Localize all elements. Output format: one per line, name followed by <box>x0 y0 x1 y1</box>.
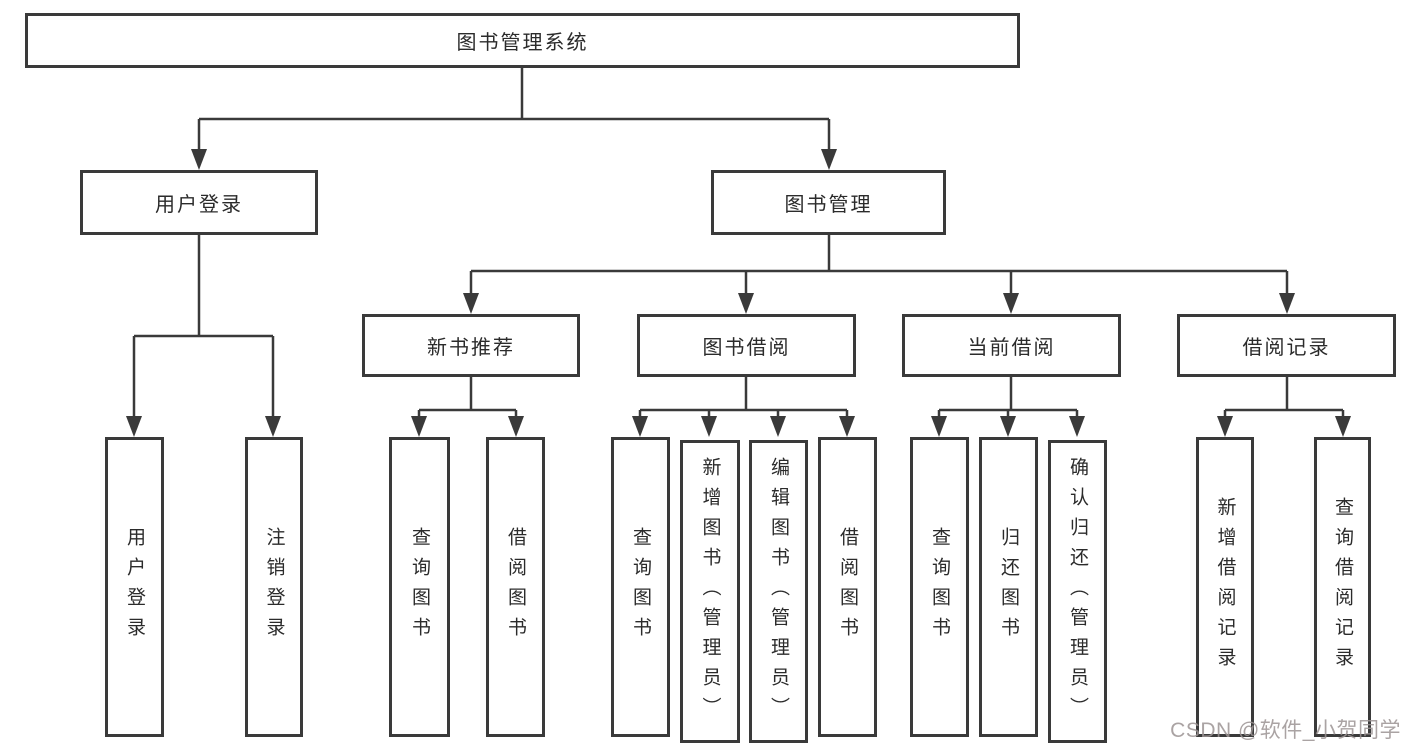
leaf-add-borrow-record: 新增借阅记录 <box>1196 437 1254 737</box>
arrow-icon <box>738 293 754 314</box>
leaf-borrow-books-recommend: 借阅图书 <box>486 437 545 737</box>
leaf-add-book-admin-label: 新增图书（管理员） <box>699 456 721 727</box>
node-root: 图书管理系统 <box>25 13 1020 68</box>
node-user-login: 用户登录 <box>80 170 318 235</box>
node-borrow-records: 借阅记录 <box>1177 314 1396 377</box>
arrowheads <box>126 149 1351 437</box>
arrow-icon <box>632 416 648 437</box>
edge-new-book-children <box>417 377 518 420</box>
leaf-query-books-recommend: 查询图书 <box>389 437 450 737</box>
arrow-icon <box>1069 416 1085 437</box>
leaf-edit-book-admin: 编辑图书（管理员） <box>749 440 808 743</box>
edge-current-borrow-children <box>937 377 1079 420</box>
leaf-borrow-books-label: 借阅图书 <box>837 527 858 647</box>
node-book-borrow-label: 图书借阅 <box>702 337 791 359</box>
leaf-logout: 注销登录 <box>245 437 303 737</box>
arrow-icon <box>463 293 479 314</box>
arrow-icon <box>701 416 717 437</box>
arrow-icon <box>508 416 524 437</box>
csdn-watermark: CSDN @软件_小贺同学 <box>1170 719 1401 742</box>
arrow-icon <box>411 416 427 437</box>
leaf-query-borrow-record: 查询借阅记录 <box>1314 437 1371 737</box>
node-borrow-records-label: 借阅记录 <box>1242 337 1331 359</box>
leaf-confirm-return-admin: 确认归还（管理员） <box>1048 440 1107 743</box>
leaf-logout-label: 注销登录 <box>263 527 285 647</box>
arrow-icon <box>1003 293 1019 314</box>
edge-borrow-record-children <box>1223 377 1345 420</box>
node-book-borrow: 图书借阅 <box>637 314 856 377</box>
arrow-icon <box>126 416 142 437</box>
leaf-user-login-label: 用户登录 <box>124 527 145 647</box>
leaf-query-books-current-label: 查询图书 <box>929 527 950 647</box>
arrow-icon <box>821 149 837 170</box>
node-book-management: 图书管理 <box>711 170 946 235</box>
arrow-icon <box>1217 416 1233 437</box>
leaf-query-books-recommend-label: 查询图书 <box>409 527 430 647</box>
node-new-book-recommend: 新书推荐 <box>362 314 580 377</box>
node-new-book-recommend-label: 新书推荐 <box>427 337 515 359</box>
leaf-user-login: 用户登录 <box>105 437 164 737</box>
leaf-query-borrow-record-label: 查询借阅记录 <box>1332 497 1353 677</box>
leaf-add-borrow-record-label: 新增借阅记录 <box>1214 497 1236 677</box>
leaf-return-book-label: 归还图书 <box>998 527 1019 647</box>
node-current-borrow-label: 当前借阅 <box>967 337 1056 359</box>
leaf-confirm-return-admin-label: 确认归还（管理员） <box>1067 456 1088 727</box>
arrow-icon <box>1279 293 1295 314</box>
leaf-query-books-borrow: 查询图书 <box>611 437 670 737</box>
leaf-edit-book-admin-label: 编辑图书（管理员） <box>768 456 789 727</box>
arrow-icon <box>931 416 947 437</box>
arrow-icon <box>265 416 281 437</box>
leaf-query-books-current: 查询图书 <box>910 437 969 737</box>
node-book-management-label: 图书管理 <box>784 194 873 216</box>
arrow-icon <box>839 416 855 437</box>
edge-book-borrow-children <box>638 377 849 420</box>
leaf-borrow-books: 借阅图书 <box>818 437 877 737</box>
node-root-label: 图书管理系统 <box>456 32 589 54</box>
edge-book-mgmt-children <box>469 235 1289 296</box>
leaf-add-book-admin: 新增图书（管理员） <box>680 440 740 743</box>
arrow-icon <box>191 149 207 170</box>
leaf-query-books-borrow-label: 查询图书 <box>630 527 651 647</box>
node-current-borrow: 当前借阅 <box>902 314 1121 377</box>
arrow-icon <box>1335 416 1351 437</box>
leaf-return-book: 归还图书 <box>979 437 1038 737</box>
node-user-login-label: 用户登录 <box>155 194 243 216</box>
leaf-borrow-books-recommend-label: 借阅图书 <box>505 527 526 647</box>
edge-root-to-level2 <box>197 68 831 152</box>
arrow-icon <box>1000 416 1016 437</box>
edge-user-login-children <box>132 235 275 420</box>
arrow-icon <box>770 416 786 437</box>
